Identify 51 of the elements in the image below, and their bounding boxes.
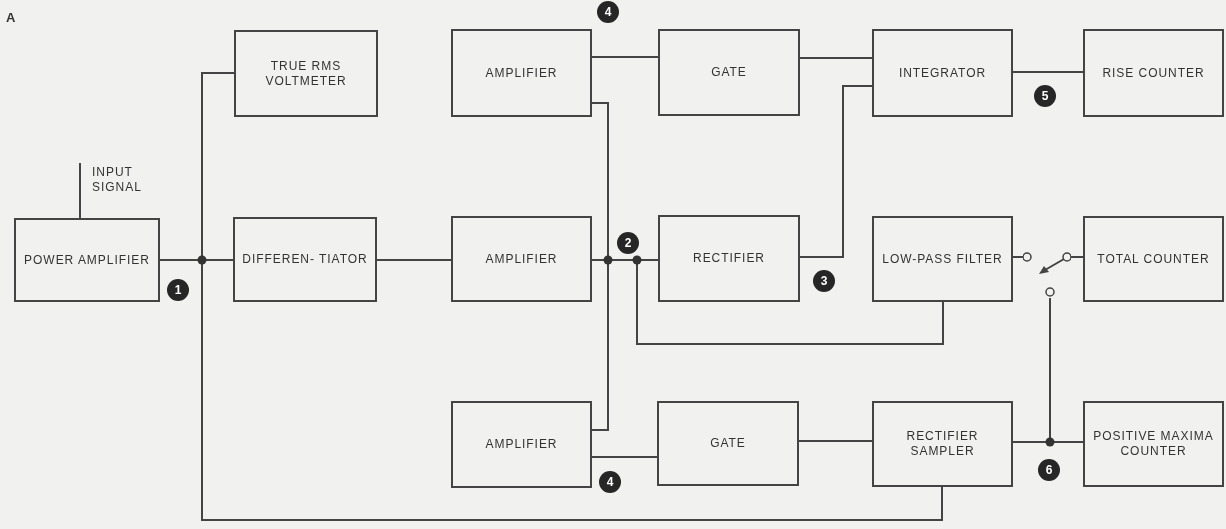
block-box	[451, 401, 592, 488]
box-label: AMPLIFIER	[484, 251, 559, 267]
connector-line	[591, 56, 659, 58]
block-box	[1083, 216, 1224, 302]
box-label: DIFFEREN- TIATOR	[241, 252, 369, 267]
block-box	[451, 216, 592, 302]
connector-line	[79, 162, 81, 219]
block-box	[234, 30, 378, 117]
box-label: RISE COUNTER	[1101, 65, 1206, 81]
connector-line	[1012, 256, 1024, 258]
box-label: GATE	[710, 65, 748, 80]
callout-number: 4	[599, 471, 621, 493]
box-label: RECTIFIER	[692, 251, 766, 266]
box-label: INPUT SIGNAL	[92, 165, 143, 195]
callout-number: 6	[1038, 459, 1060, 481]
block-box	[14, 218, 160, 302]
connector-line	[1012, 71, 1084, 73]
connector-line	[591, 456, 658, 458]
panel-letter: A	[6, 9, 16, 27]
block-box	[872, 29, 1013, 117]
block-box	[872, 216, 1013, 302]
box-label: AMPLIFIER	[484, 437, 559, 452]
connector-line	[799, 85, 873, 258]
block-box	[1083, 401, 1224, 487]
block-box	[658, 29, 800, 116]
connector-line	[798, 440, 873, 442]
box-label: TOTAL COUNTER	[1096, 251, 1211, 267]
box-label: TRUE RMS VOLTMETER	[264, 58, 348, 89]
box-label: LOW-PASS FILTER	[881, 251, 1004, 267]
connector-line	[376, 259, 452, 261]
block-box	[233, 217, 377, 302]
box-label: AMPLIFIER	[484, 65, 559, 81]
switch-symbol	[1023, 250, 1071, 298]
box-label: POSITIVE MAXIMA COUNTER	[1092, 429, 1215, 459]
callout-number: 4	[597, 1, 619, 23]
block-box	[658, 215, 800, 302]
box-label: GATE	[709, 436, 747, 451]
box-label: POWER AMPLIFIER	[23, 252, 151, 268]
box-label: INTEGRATOR	[897, 65, 988, 81]
block-box	[451, 29, 592, 117]
block-box	[657, 401, 799, 486]
connector-line	[1070, 256, 1084, 258]
callout-number: 1	[167, 279, 189, 301]
box-label: RECTIFIER SAMPLER	[905, 429, 980, 459]
block-box	[872, 401, 1013, 487]
block-box	[1083, 29, 1224, 117]
callout-number: 2	[617, 232, 639, 254]
connector-line	[159, 259, 943, 521]
callout-number: 5	[1034, 85, 1056, 107]
callout-number: 3	[813, 270, 835, 292]
connector-line	[799, 57, 873, 59]
